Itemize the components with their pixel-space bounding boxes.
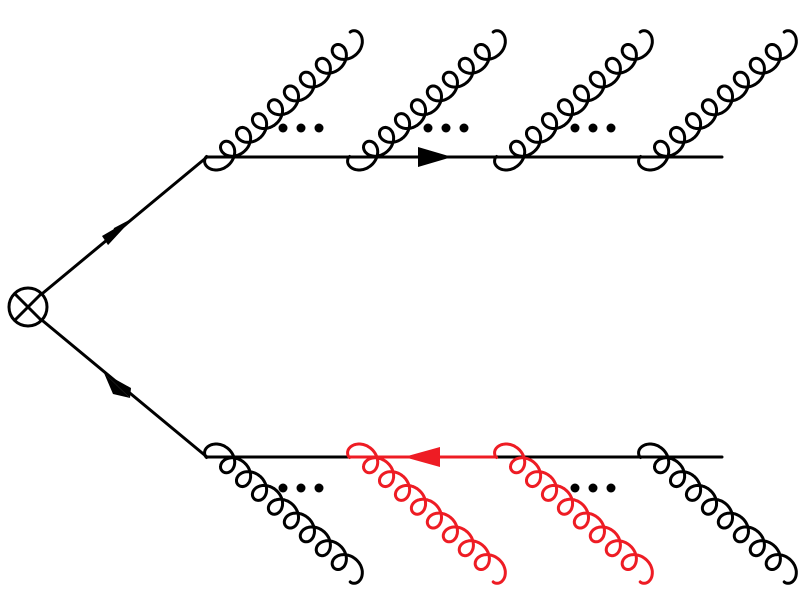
ellipsis-icon xyxy=(278,123,324,133)
gluon-l1 xyxy=(203,442,364,585)
ellipsis-group xyxy=(278,123,616,493)
lower-gluon-group xyxy=(203,442,798,585)
gluon-l2 xyxy=(346,442,507,585)
gluon-l3 xyxy=(493,442,654,585)
gluon-u1 xyxy=(203,29,364,172)
gluon-l4 xyxy=(637,442,798,585)
gluon-u3 xyxy=(493,29,654,172)
gluon-u2 xyxy=(346,29,507,172)
ellipsis-icon xyxy=(423,123,469,133)
arrow-left-icon xyxy=(404,447,440,467)
ellipsis-icon xyxy=(570,123,616,133)
upper-quark-line xyxy=(41,155,209,295)
circled-times-icon xyxy=(7,286,49,328)
ellipsis-icon xyxy=(278,483,324,493)
upper-gluon-group xyxy=(203,29,798,172)
gluon-u4 xyxy=(637,29,798,172)
lower-horizontal-line xyxy=(205,447,724,467)
lower-quark-line xyxy=(41,319,209,459)
ellipsis-icon xyxy=(570,483,616,493)
upper-horizontal-line xyxy=(205,147,724,167)
arrow-right-icon xyxy=(418,147,452,167)
